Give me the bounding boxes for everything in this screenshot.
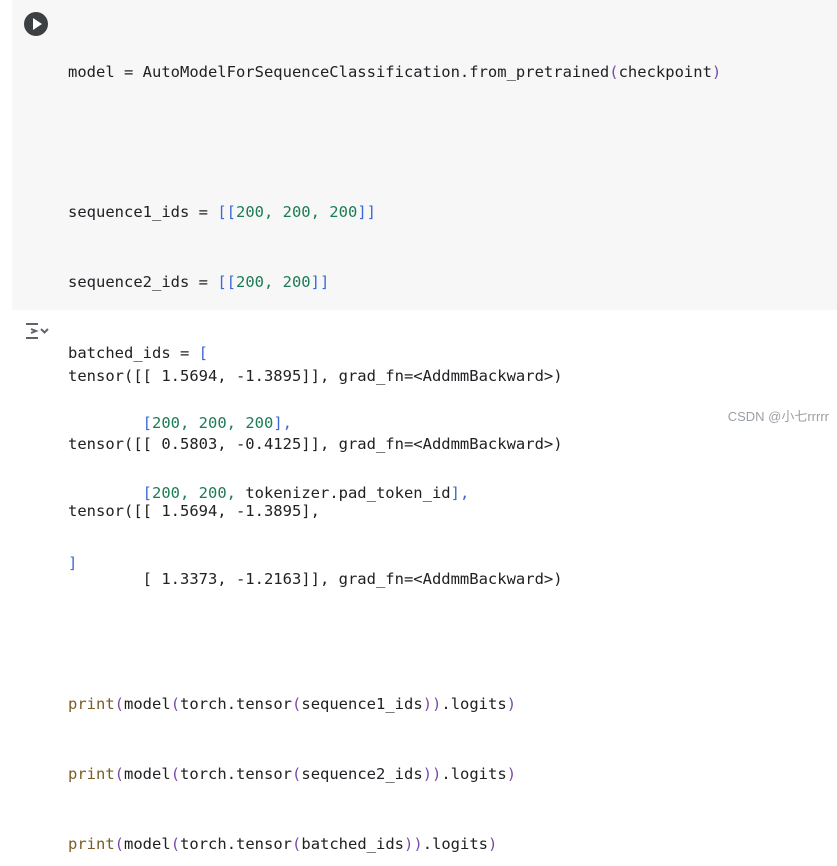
- watermark: CSDN @小七rrrrr: [727, 409, 829, 424]
- blank-line: [68, 622, 721, 645]
- play-icon: [33, 18, 42, 30]
- code-line: [200, 200, 200],: [142, 413, 292, 432]
- code-line: print(model(torch.tensor(batched_ids)).l…: [68, 835, 498, 854]
- output-toggle-icon[interactable]: [24, 320, 50, 342]
- code-line: batched_ids = [: [68, 343, 208, 362]
- code-line: sequence1_ids = [[200, 200, 200]]: [68, 203, 376, 222]
- output-line: tensor([[ 0.5803, -0.4125]], grad_fn=<Ad…: [68, 434, 563, 453]
- code-cell[interactable]: [12, 0, 837, 310]
- cell-output: tensor([[ 1.5694, -1.3895]], grad_fn=<Ad…: [68, 320, 563, 613]
- output-line: [ 1.3373, -1.2163]], grad_fn=<AddmmBackw…: [68, 569, 563, 588]
- code-line: print(model(torch.tensor(sequence2_ids))…: [68, 764, 517, 783]
- code-line: model = AutoModelForSequenceClassificati…: [68, 62, 722, 81]
- output-line: tensor([[ 1.5694, -1.3895]], grad_fn=<Ad…: [68, 367, 563, 385]
- output-line: tensor([[ 1.5694, -1.3895],: [68, 502, 320, 520]
- code-line: sequence2_ids = [[200, 200]]: [68, 273, 330, 292]
- run-cell-button[interactable]: [24, 12, 48, 36]
- code-line: print(model(torch.tensor(sequence1_ids))…: [68, 694, 517, 713]
- blank-line: [68, 131, 721, 154]
